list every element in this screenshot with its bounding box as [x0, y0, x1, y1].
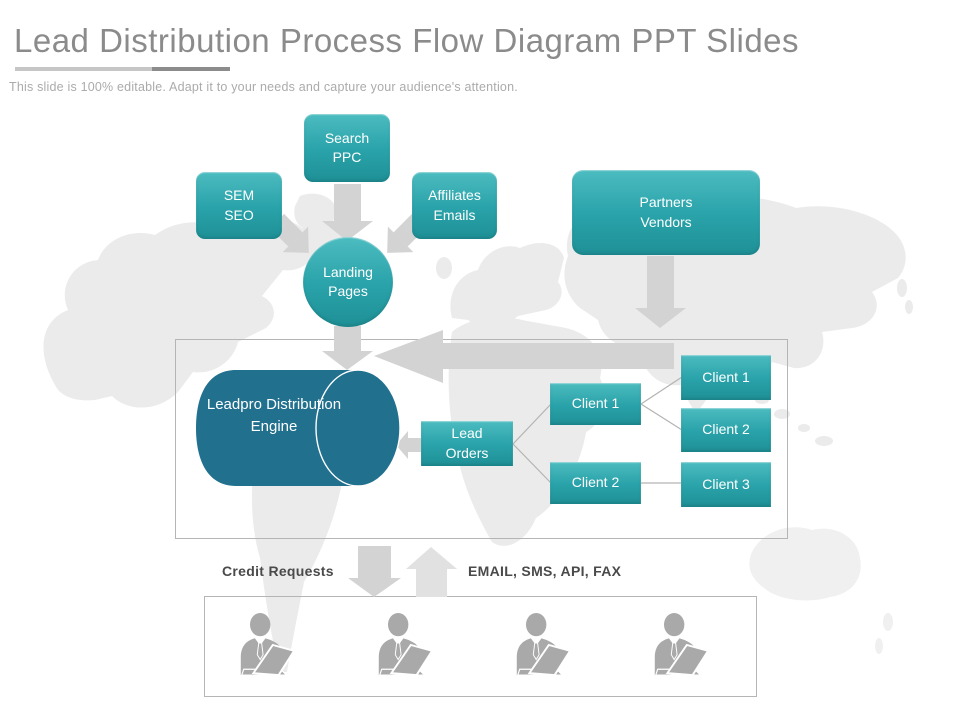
continent-europe: [450, 243, 564, 326]
distribution-group-frame: [175, 339, 788, 539]
continent-north-america: [43, 221, 346, 408]
island-new-zealand-1: [883, 613, 893, 631]
island-japan-2: [905, 300, 913, 314]
continent-australia: [749, 527, 861, 601]
island-uk: [436, 257, 452, 279]
operators-panel-frame: [204, 596, 757, 697]
island-japan-1: [897, 279, 907, 297]
island-se-asia-4: [815, 436, 833, 446]
island-new-zealand-2: [875, 638, 883, 654]
continent-greenland: [294, 193, 337, 230]
island-se-asia-3: [798, 424, 810, 432]
island-se-asia-2: [774, 409, 790, 419]
